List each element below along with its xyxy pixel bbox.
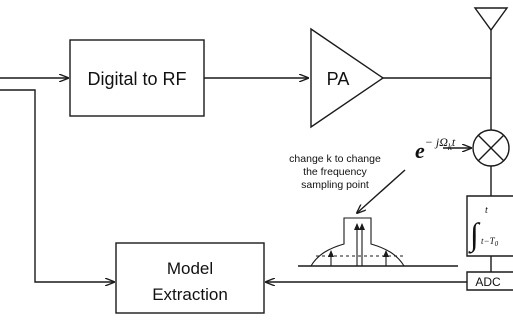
lo-equation: e− jΩkt <box>415 135 456 163</box>
model-extraction-label-line1: Model <box>167 259 213 278</box>
frequency-annotation: change k to change the frequency samplin… <box>289 153 381 191</box>
svg-text:sampling point: sampling point <box>301 179 369 191</box>
digital-to-rf-label: Digital to RF <box>87 69 186 89</box>
pa-label: PA <box>327 69 350 89</box>
annotation-arrow <box>357 169 406 213</box>
mixer-icon <box>472 129 510 167</box>
model-extraction-block: Model Extraction <box>115 242 265 314</box>
svg-text:e− jΩkt: e− jΩkt <box>415 135 456 163</box>
input-wire-bottom <box>0 89 114 282</box>
spectrum-sketch <box>298 217 458 267</box>
svg-text:t−T0: t−T0 <box>481 236 499 248</box>
integrator-block: ∫ t t−T0 <box>466 195 513 257</box>
svg-text:change k to change: change k to change <box>289 153 381 165</box>
pa-amplifier: PA <box>310 27 385 129</box>
digital-to-rf-block: Digital to RF <box>69 39 205 117</box>
adc-label: ADC <box>475 275 501 289</box>
svg-text:∫: ∫ <box>468 216 481 254</box>
adc-block: ADC <box>466 271 513 291</box>
antenna-icon <box>473 7 509 78</box>
svg-text:t: t <box>485 205 488 216</box>
model-extraction-label-line2: Extraction <box>152 285 228 304</box>
svg-text:the frequency: the frequency <box>303 166 367 178</box>
